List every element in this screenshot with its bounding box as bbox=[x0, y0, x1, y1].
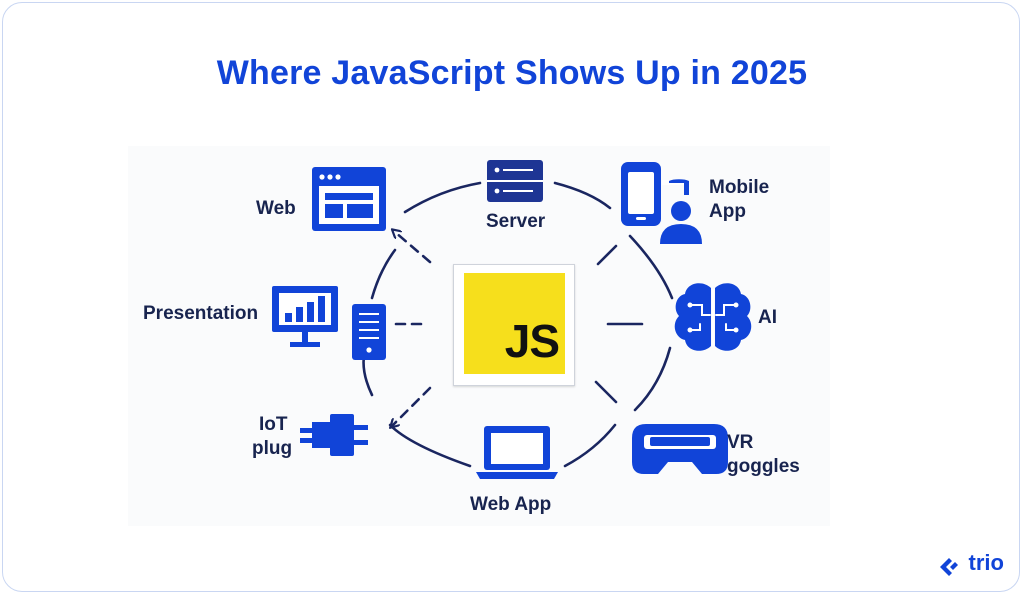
ring-arc-vr-webapp bbox=[563, 423, 617, 468]
server-icon bbox=[487, 160, 543, 202]
label-presentation: Presentation bbox=[143, 303, 259, 324]
page-title: Where JavaScript Shows Up in 2025 bbox=[216, 54, 808, 92]
connector-mobile bbox=[596, 244, 618, 266]
brand-name: trio bbox=[968, 550, 1004, 575]
label-ai: AI bbox=[758, 307, 777, 328]
ring-arc-presentation-web bbox=[370, 248, 397, 300]
ring-arc-web-server bbox=[403, 181, 482, 214]
connector-iot-arrow bbox=[393, 386, 432, 425]
laptop-icon bbox=[476, 426, 558, 479]
presentation-icon bbox=[272, 286, 338, 347]
connector-vr bbox=[594, 380, 618, 404]
server-tower-icon bbox=[352, 304, 386, 360]
javascript-logo-square: JS bbox=[464, 273, 565, 374]
browser-window-icon bbox=[312, 167, 386, 231]
label-web: Web bbox=[256, 198, 296, 219]
ring-arc-webapp-iot bbox=[388, 423, 472, 468]
label-vr-goggles-line2: goggles bbox=[727, 456, 800, 477]
label-mobile-app-line2: App bbox=[709, 201, 746, 222]
mobile-app-icon bbox=[621, 162, 702, 244]
connectors bbox=[393, 232, 644, 425]
vr-goggles-icon bbox=[632, 424, 728, 474]
connection-ring bbox=[362, 181, 674, 468]
label-server: Server bbox=[486, 211, 546, 232]
ring-arc-ai-vr bbox=[633, 346, 672, 412]
javascript-logo-text: JS bbox=[504, 315, 560, 367]
label-mobile-app-line1: Mobile bbox=[709, 177, 770, 198]
label-web-app: Web App bbox=[470, 494, 552, 515]
plug-icon bbox=[300, 414, 368, 456]
label-vr-goggles-line1: VR bbox=[727, 432, 754, 453]
ring-arc-mobile-ai bbox=[628, 234, 674, 300]
label-iot-plug-line2: plug bbox=[252, 438, 293, 459]
brain-icon bbox=[674, 283, 752, 351]
javascript-logo: JS bbox=[453, 264, 575, 386]
label-iot-plug-line1: IoT bbox=[259, 414, 288, 435]
trio-logo-icon bbox=[940, 558, 958, 576]
ring-arc-server-mobile bbox=[553, 181, 612, 210]
connector-web-arrow bbox=[395, 232, 432, 264]
